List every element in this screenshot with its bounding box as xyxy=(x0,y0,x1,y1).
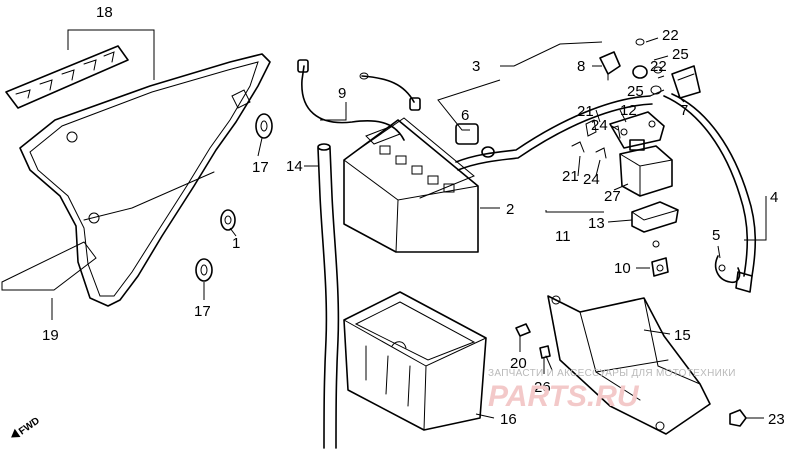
relay-hardware xyxy=(571,119,660,248)
bolt-26 xyxy=(539,345,553,371)
callout-22-top: 22 xyxy=(662,27,679,44)
bolt-20 xyxy=(515,323,531,337)
right-cable xyxy=(663,93,757,293)
battery-cables xyxy=(297,59,421,141)
nut-23 xyxy=(729,409,747,427)
callout-21-bottom: 21 xyxy=(562,168,579,185)
callout-13: 13 xyxy=(588,215,605,232)
relay-cover xyxy=(631,201,679,233)
fwd-marker: FWD xyxy=(11,415,42,438)
callout-10: 10 xyxy=(614,260,631,277)
battery-box xyxy=(343,291,487,431)
callout-22-mid: 22 xyxy=(650,58,667,75)
grommet-upper xyxy=(255,113,273,139)
fwd-arrow-icon xyxy=(11,428,21,438)
callout-9: 9 xyxy=(338,85,346,102)
callout-17-upper: 17 xyxy=(252,159,269,176)
callout-14: 14 xyxy=(286,158,303,175)
callout-6: 6 xyxy=(461,107,469,124)
cap-part xyxy=(599,51,621,81)
fuse-holder xyxy=(671,65,701,99)
washers xyxy=(632,38,663,95)
nut xyxy=(651,257,669,277)
main-harness xyxy=(455,95,653,171)
callout-4: 4 xyxy=(770,189,778,206)
watermark-caption: ЗАПЧАСТИ И АКСЕССУАРЫ ДЛЯ МОТОТЕХНИКИ xyxy=(488,368,736,379)
callout-15: 15 xyxy=(674,327,691,344)
callouts: 18 3 8 22 25 22 25 9 6 21 12 7 24 17 14 … xyxy=(42,4,785,428)
callout-21-top: 21 xyxy=(577,103,594,120)
callout-27: 27 xyxy=(604,188,621,205)
callout-5: 5 xyxy=(712,227,720,244)
callout-24-bottom: 24 xyxy=(583,171,600,188)
callout-17-lower: 17 xyxy=(194,303,211,320)
leader-lines xyxy=(51,29,767,419)
callout-16: 16 xyxy=(500,411,517,428)
callout-1: 1 xyxy=(232,235,240,252)
callout-11: 11 xyxy=(555,228,571,245)
grommet-lower xyxy=(195,258,213,282)
relay-bracket xyxy=(609,111,665,149)
callout-25-mid: 25 xyxy=(627,83,644,100)
fwd-label: FWD xyxy=(17,415,42,437)
starter-relay xyxy=(619,139,673,197)
tray-bracket xyxy=(547,295,711,435)
callout-2: 2 xyxy=(506,201,514,218)
callout-7: 7 xyxy=(680,102,688,119)
callout-24-top: 24 xyxy=(591,117,608,134)
watermark-site: PARTS.RU xyxy=(488,380,640,413)
battery xyxy=(343,117,479,253)
callout-20: 20 xyxy=(510,355,527,372)
emblem xyxy=(5,45,129,109)
callout-23: 23 xyxy=(768,411,785,428)
side-cover xyxy=(1,53,271,307)
callout-12: 12 xyxy=(620,102,637,119)
callout-26: 26 xyxy=(534,379,551,396)
watermark: ЗАПЧАСТИ И АКСЕССУАРЫ ДЛЯ МОТОТЕХНИКИ PA… xyxy=(488,368,736,413)
callout-8: 8 xyxy=(577,58,585,75)
callout-18: 18 xyxy=(96,4,113,21)
grommet-mid xyxy=(220,209,236,231)
callout-19: 19 xyxy=(42,327,59,344)
callout-25-top: 25 xyxy=(672,46,689,63)
clamp xyxy=(714,255,741,284)
breather-tube xyxy=(317,143,340,449)
callout-3: 3 xyxy=(472,58,480,75)
